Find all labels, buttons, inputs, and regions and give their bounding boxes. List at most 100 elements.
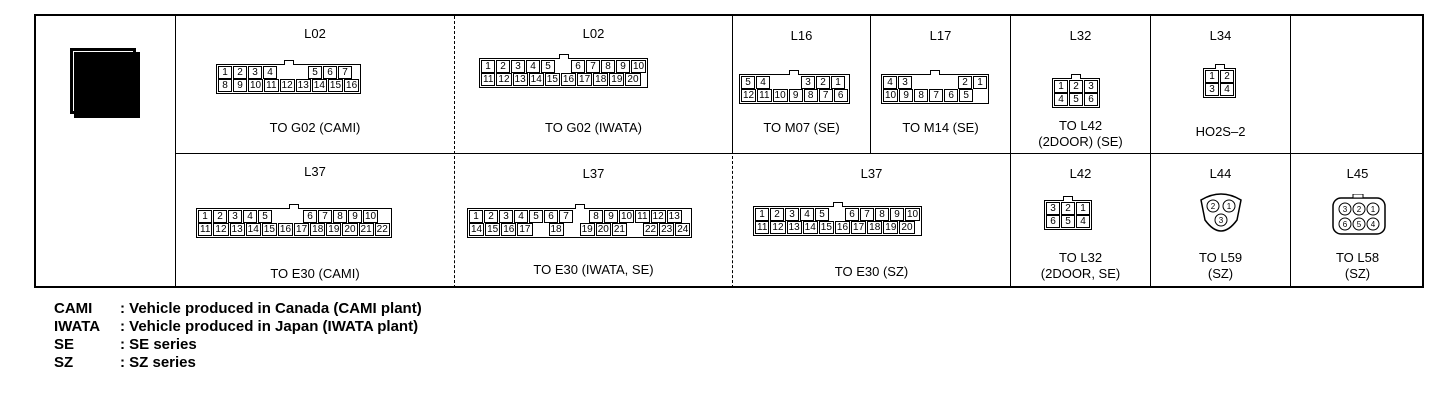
pin-label: 19 [883,221,899,234]
pin-label: 24 [675,223,691,236]
pin-label: 4 [883,76,897,89]
divider [1150,16,1151,286]
pin-label: 2 [233,66,247,79]
pin-label: 14 [245,223,261,236]
connector-caption: TO L59 (SZ) [1198,250,1243,281]
pin-label: 3 [228,210,242,223]
pin-label: 17 [517,223,533,236]
pin-label: 1 [1371,205,1376,214]
pin-label: 9 [890,208,904,221]
pin-label: 22 [643,223,659,236]
pin-label: 1 [1227,202,1232,211]
pin-label: 8 [601,60,615,73]
pin-label: 14 [528,73,544,86]
pin-label: 6 [1046,215,1060,228]
connector-code: L37 [304,164,326,179]
divider [454,16,455,154]
pin-label: 2 [1061,202,1075,215]
pin-label: 14 [311,79,327,92]
legend-row: SZ: SZ series [54,354,422,372]
pin-label: 8 [875,208,889,221]
legend-row: IWATA: Vehicle produced in Japan (IWATA … [54,318,422,336]
pin-label: 23 [659,223,675,236]
pin-label: 9 [616,60,630,73]
pin-label: 6 [544,210,558,223]
pin-label: 1 [755,208,769,221]
pin-label: 4 [243,210,257,223]
badge-divider [175,16,176,286]
pin-label: 3 [801,76,815,89]
pin-label: 3 [511,60,525,73]
connector-caption: TO G02 (CAMI) [269,120,361,135]
pin-label: 1 [481,60,495,73]
connector-latch [1214,64,1225,69]
connector-latch [930,70,940,75]
connector-caption: TO L58 (SZ) [1335,250,1380,281]
pin-gap [273,210,287,223]
pin-label: 7 [338,66,352,79]
pin-label: 3 [1084,80,1098,93]
pin-label: 11 [481,73,496,86]
connector-code: L02 [304,26,326,41]
pin-label: 5 [1061,215,1075,228]
legend-key: SE [54,336,75,353]
pin-label: 1 [1205,70,1219,83]
pin-label: 2 [1357,205,1362,214]
pin-label: 1 [198,210,212,223]
pin-label: 3 [898,76,912,89]
pin-label: 20 [899,221,915,234]
pin-label: 1 [1076,202,1090,215]
pin-gap [288,210,302,223]
pin-label: 16 [277,223,294,236]
round-connector-diagram: 2 1 3 [1200,193,1242,232]
pin-label: 3 [248,66,262,79]
pin-label: 9 [233,79,247,92]
pin-label: 2 [1069,80,1083,93]
connector-cell: L44 2 1 3 TO L59 (SZ) [1151,154,1290,288]
divider [454,156,455,288]
pin-label: 15 [544,73,560,86]
badge-shadow [74,52,140,118]
pin-label: 16 [344,79,360,92]
pin-label: 20 [595,223,611,236]
pin-label: 4 [526,60,540,73]
pin-label: 10 [772,89,788,102]
pin-label: 20 [625,73,641,86]
pin-label: 14 [802,221,818,234]
pin-label: 4 [263,66,277,79]
pin-label: 7 [860,208,874,221]
pin-label: 13 [512,73,528,86]
pin-label: 2 [484,210,498,223]
pin-label: 11 [635,210,650,223]
legend-row: SE: SE series [54,336,422,354]
pin-gap [628,223,642,236]
connector-latch [283,60,294,65]
connector-code: L37 [860,166,883,181]
pin-label: 5 [258,210,272,223]
pin-label: 6 [845,208,859,221]
pin-label: 15 [327,79,344,92]
pin-label: 10 [883,89,899,102]
connector-latch [558,54,569,59]
pin-label: 4 [1371,220,1376,229]
connector-caption: TO G02 (IWATA) [544,120,643,135]
pin-label: 2 [1220,70,1234,83]
pin-label: 4 [1076,215,1090,228]
pin-label: 4 [756,76,770,89]
divider [870,16,871,154]
connector-cell: L45 3 2 1 6 5 4 TO L58 (SZ) [1291,154,1424,288]
pin-label: 12 [770,221,786,234]
legend-key: IWATA [54,318,101,335]
